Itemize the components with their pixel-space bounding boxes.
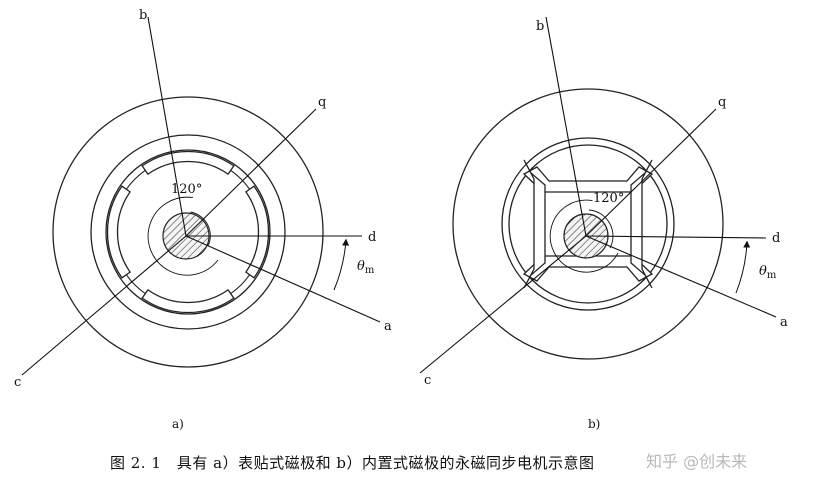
axis-q-line	[585, 108, 717, 237]
theta-m-label: θm	[357, 259, 375, 276]
interior-magnet-right	[630, 159, 653, 289]
theta-m-label: θm	[759, 264, 777, 281]
axis-a-line	[185, 235, 381, 323]
angle-120-arc-2	[190, 211, 211, 247]
surface-magnet-top	[141, 150, 235, 176]
rotor-outer-circle	[105, 149, 271, 315]
axis-label-q: q	[718, 95, 726, 110]
axis-label-c: c	[424, 373, 431, 388]
surface-magnet-left	[106, 185, 132, 279]
axis-label-q: q	[318, 95, 326, 110]
axis-c-line	[21, 235, 187, 376]
axis-label-b: b	[536, 19, 544, 34]
theta-m-arc	[735, 240, 751, 294]
axis-b-line	[545, 16, 587, 237]
axis-label-b: b	[139, 8, 147, 23]
axis-b-line	[147, 16, 187, 237]
surface-magnet-bottom	[141, 288, 235, 314]
rotor-outer-circle	[508, 144, 668, 304]
interior-magnet-top	[522, 166, 654, 193]
axis-label-c: c	[14, 375, 21, 390]
angle-label-120: 120°	[171, 182, 202, 197]
axis-a-line	[585, 235, 777, 318]
stator-outer-circle	[52, 96, 324, 368]
interior-magnet-bottom	[522, 255, 654, 282]
angle-120-arc-2	[549, 199, 619, 273]
panel-label-b: b)	[588, 417, 600, 431]
surface-magnet-right	[244, 185, 270, 279]
axis-label-a: a	[384, 319, 392, 334]
angle-120-arc	[588, 209, 614, 249]
interior-magnet-left	[523, 159, 546, 289]
angle-label-120: 120°	[593, 191, 624, 206]
axis-label-a: a	[780, 315, 788, 330]
stator-inner-circle	[501, 137, 675, 311]
axis-q-line	[185, 108, 317, 237]
panel-label-a: a)	[172, 417, 184, 431]
angle-120-arc	[147, 196, 219, 276]
zhihu-watermark: 知乎 @创未来	[646, 452, 748, 471]
axis-label-d: d	[368, 230, 376, 245]
axis-label-d: d	[772, 231, 780, 246]
stator-outer-circle	[452, 88, 724, 360]
figure-caption: 图 2. 1 具有 a）表贴式磁极和 b）内置式磁极的永磁同步电机示意图	[110, 454, 595, 472]
diagram-b-interior: b q d a c 120° θm b)	[419, 16, 788, 431]
theta-m-arc	[333, 238, 350, 291]
diagram-a-surface-mounted: b q d a c 120° θm a)	[14, 8, 392, 431]
axis-c-line	[419, 235, 587, 374]
stator-inner-circle	[90, 134, 286, 330]
axis-d-line	[585, 235, 767, 239]
